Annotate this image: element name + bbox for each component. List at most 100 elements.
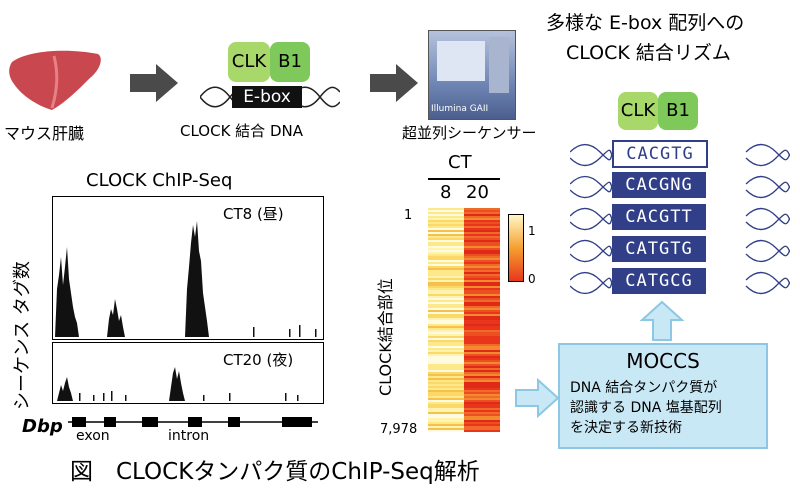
heatmap-row-ct8 xyxy=(428,306,464,308)
heatmap-row-ct8 xyxy=(428,380,464,382)
heatmap-row-ct8 xyxy=(428,288,464,290)
heatmap-row-ct20 xyxy=(464,412,500,414)
heatmap-row-ct20 xyxy=(464,282,500,284)
heatmap-row-ct20 xyxy=(464,238,500,240)
exon-label: exon xyxy=(76,428,110,444)
heatmap-row-ct20 xyxy=(464,244,500,246)
heatmap-row-ct20 xyxy=(464,352,500,354)
heatmap-row-ct20 xyxy=(464,338,500,340)
heatmap-row-ct8 xyxy=(428,430,464,432)
heatmap-row-ct20 xyxy=(464,216,500,218)
heatmap-row-ct20 xyxy=(464,342,500,344)
heatmap-row-ct20 xyxy=(464,428,500,430)
heatmap-row-ct8 xyxy=(428,390,464,392)
heatmap-row-ct20 xyxy=(464,426,500,428)
heatmap-row-ct8 xyxy=(428,208,464,210)
heatmap-row-ct20 xyxy=(464,242,500,244)
heatmap-row-ct20 xyxy=(464,326,500,328)
heatmap-row-ct20 xyxy=(464,420,500,422)
heatmap-row-ct8 xyxy=(428,298,464,300)
heatmap-row-ct20 xyxy=(464,248,500,250)
heatmap-row-ct8 xyxy=(428,396,464,398)
sequence-box: CATGCG xyxy=(612,268,706,294)
clk-protein: CLK xyxy=(228,42,270,82)
heatmap-row-ct20 xyxy=(464,386,500,388)
heatmap-ct-label: CT xyxy=(448,152,472,173)
heatmap-colorbar xyxy=(508,214,524,282)
heatmap-row-ct20 xyxy=(464,296,500,298)
heatmap-row-ct20 xyxy=(464,234,500,236)
heatmap-row-ct8 xyxy=(428,332,464,334)
heatmap-row-ct20 xyxy=(464,384,500,386)
heatmap-row-ct8 xyxy=(428,374,464,376)
heatmap-row-ct8 xyxy=(428,244,464,246)
heatmap-row-ct8 xyxy=(428,270,464,272)
arrow-up-icon xyxy=(640,300,684,341)
heatmap-row-ct8 xyxy=(428,286,464,288)
heatmap-row-ct20 xyxy=(464,312,500,314)
heatmap-row-ct20 xyxy=(464,222,500,224)
heatmap-row-ct20 xyxy=(464,310,500,312)
heatmap-row-ct8 xyxy=(428,232,464,234)
heatmap-row-ct20 xyxy=(464,430,500,432)
heatmap-row-ct8 xyxy=(428,292,464,294)
heatmap-row-ct20 xyxy=(464,382,500,384)
heatmap-row-ct20 xyxy=(464,364,500,366)
heatmap-row-ct8 xyxy=(428,294,464,296)
heatmap-row-ct8 xyxy=(428,384,464,386)
heatmap-row-ct20 xyxy=(464,390,500,392)
heatmap-row-ct20 xyxy=(464,304,500,306)
heatmap-ct-rule xyxy=(428,178,500,180)
heatmap-row-ct8 xyxy=(428,264,464,266)
heatmap-row-ct20 xyxy=(464,306,500,308)
heatmap-row-ct8 xyxy=(428,228,464,230)
heatmap-row-ct8 xyxy=(428,426,464,428)
heatmap-row-ct8 xyxy=(428,330,464,332)
heatmap-row-ct20 xyxy=(464,392,500,394)
chip-panel-day: CT8 (昼) xyxy=(52,196,324,340)
dna-wave-lines xyxy=(570,143,790,295)
sequencer-label: 超並列シーケンサー xyxy=(402,124,537,142)
heatmap-row-ct20 xyxy=(464,388,500,390)
heatmap-row-ct8 xyxy=(428,382,464,384)
heatmap-row-ct8 xyxy=(428,302,464,304)
heatmap-row-ct20 xyxy=(464,318,500,320)
heatmap-row-ct20 xyxy=(464,240,500,242)
heatmap-row-ct20 xyxy=(464,208,500,210)
heatmap-row-ct8 xyxy=(428,310,464,312)
heatmap-row-ct20 xyxy=(464,264,500,266)
heatmap-row-ct8 xyxy=(428,424,464,426)
heatmap-row-ct20 xyxy=(464,252,500,254)
heatmap-col-8: 8 xyxy=(440,182,452,203)
heatmap-row-ct20 xyxy=(464,236,500,238)
chip-title: CLOCK ChIP-Seq xyxy=(86,170,233,191)
heatmap-row-ct20 xyxy=(464,288,500,290)
heatmap-row-ct20 xyxy=(464,278,500,280)
heatmap-row-ct8 xyxy=(428,316,464,318)
heatmap-row-ct8 xyxy=(428,314,464,316)
heatmap-row-ct8 xyxy=(428,420,464,422)
heatmap-row-ct8 xyxy=(428,352,464,354)
heatmap-row-ct8 xyxy=(428,370,464,372)
heatmap-row-ct20 xyxy=(464,284,500,286)
sequencer-image: Illumina GAII xyxy=(428,30,516,120)
heatmap-ylabel: CLOCK結合部位 xyxy=(376,278,395,396)
sequence-box: CACGTG xyxy=(612,140,708,168)
heatmap-row-ct8 xyxy=(428,308,464,310)
arrow-right-icon xyxy=(130,64,178,102)
heatmap-row-ct8 xyxy=(428,364,464,366)
heatmap-row-ct8 xyxy=(428,346,464,348)
heatmap-row-ct20 xyxy=(464,360,500,362)
ebox-label: E-box xyxy=(232,86,302,108)
sequencer-brand: Illumina GAII xyxy=(431,104,489,114)
heatmap-row-ct8 xyxy=(428,220,464,222)
heatmap-row-ct8 xyxy=(428,428,464,430)
colorbar-min: 0 xyxy=(528,272,536,286)
heatmap-row-ct8 xyxy=(428,356,464,358)
heatmap-row-ct20 xyxy=(464,336,500,338)
sequence-box: CACGNG xyxy=(612,172,706,198)
heatmap-row-ct20 xyxy=(464,316,500,318)
panel-day-label: CT8 (昼) xyxy=(223,205,284,223)
heatmap-row-ct8 xyxy=(428,290,464,292)
heatmap-row-ct8 xyxy=(428,372,464,374)
